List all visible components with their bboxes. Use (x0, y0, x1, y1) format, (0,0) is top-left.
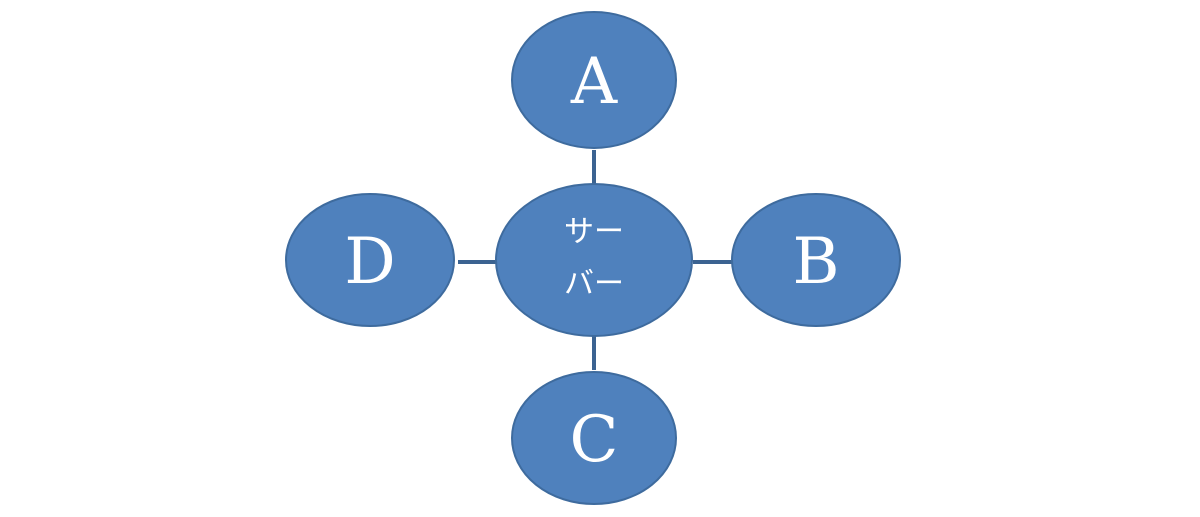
node-a: A (511, 11, 677, 149)
node-d-label: D (344, 225, 395, 299)
server-label-line1: サー (564, 215, 624, 250)
server-label-line2: バー (564, 267, 624, 302)
node-b-ellipse (731, 193, 901, 327)
node-c-label: C (570, 403, 619, 477)
node-a-label: A (570, 45, 618, 119)
node-a-ellipse (511, 11, 677, 149)
node-c: C (511, 371, 677, 505)
node-d-ellipse (285, 193, 455, 327)
node-d: D (285, 193, 455, 327)
server-node: サー バー (495, 183, 693, 337)
node-c-ellipse (511, 371, 677, 505)
server-node-ellipse (495, 183, 693, 337)
node-b: B (731, 193, 901, 327)
node-b-label: B (792, 225, 839, 299)
